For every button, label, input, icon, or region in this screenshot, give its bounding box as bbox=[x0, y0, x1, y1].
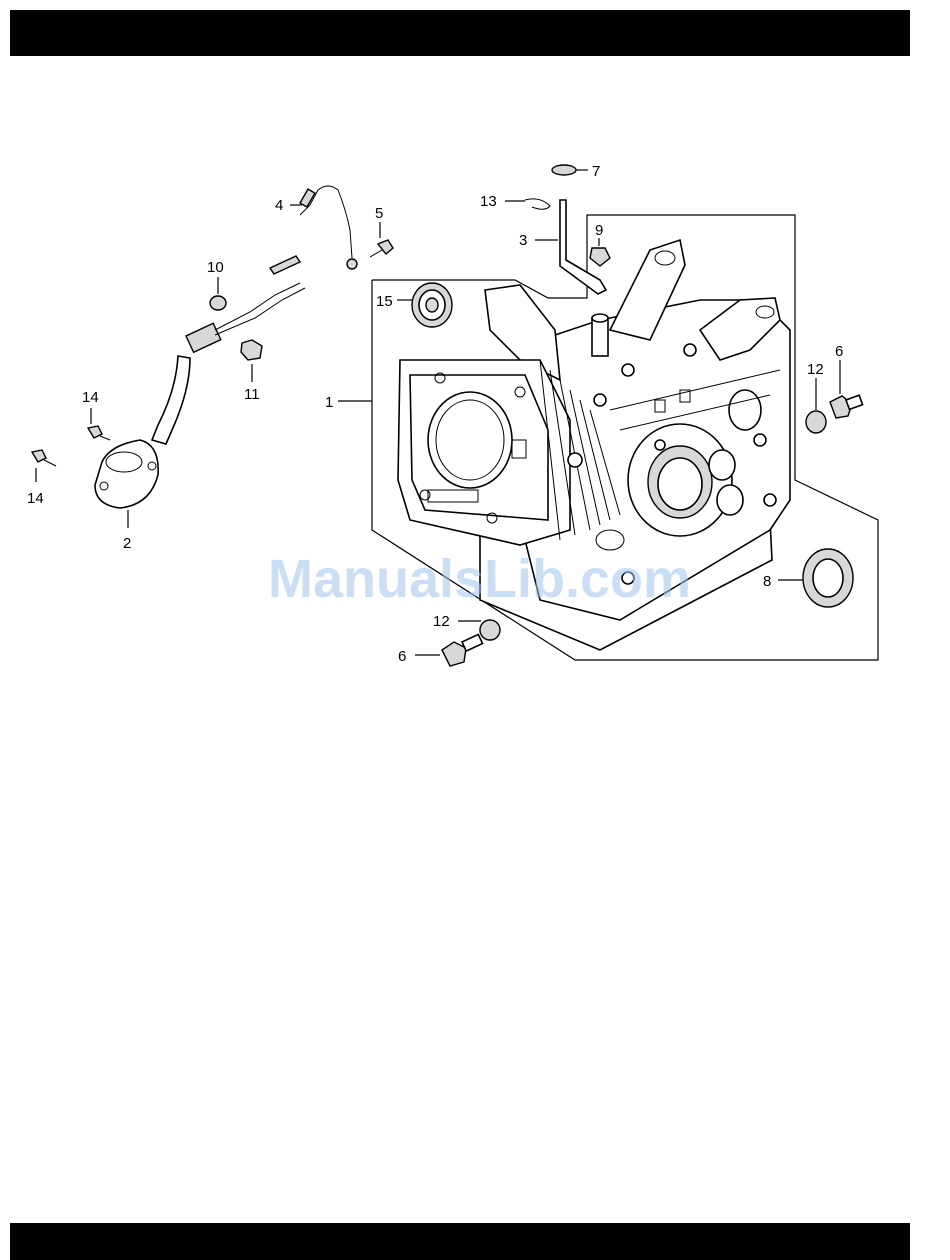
callout-8: 8 bbox=[763, 573, 771, 590]
washer-7 bbox=[552, 165, 576, 175]
callout-15: 15 bbox=[376, 293, 393, 310]
clip-13 bbox=[525, 199, 550, 209]
rod-3 bbox=[560, 200, 606, 294]
washer-12-bottom bbox=[480, 620, 500, 640]
watermark: ManualsLib.com bbox=[268, 549, 691, 609]
callout-12-right: 12 bbox=[807, 361, 824, 378]
footer-bar bbox=[10, 1223, 910, 1260]
nut-9 bbox=[590, 248, 610, 266]
callout-2: 2 bbox=[123, 535, 131, 552]
callout-11: 11 bbox=[244, 386, 260, 403]
washer-10 bbox=[210, 296, 226, 310]
oil-seal-8 bbox=[803, 549, 853, 607]
callout-7: 7 bbox=[592, 163, 600, 180]
callout-3: 3 bbox=[519, 232, 527, 249]
callout-12-bottom: 12 bbox=[433, 613, 450, 630]
screw-5 bbox=[370, 240, 393, 257]
callout-14-upper: 14 bbox=[82, 389, 99, 406]
callout-6-bottom: 6 bbox=[398, 648, 406, 665]
screw-14-lower bbox=[32, 450, 56, 466]
callout-10: 10 bbox=[207, 259, 224, 276]
callout-5: 5 bbox=[375, 205, 383, 222]
callout-9: 9 bbox=[595, 222, 603, 239]
callout-4: 4 bbox=[275, 197, 283, 214]
screw-14-upper bbox=[88, 426, 110, 440]
callout-13: 13 bbox=[480, 193, 497, 210]
callout-1: 1 bbox=[325, 394, 333, 411]
bearing-15 bbox=[412, 283, 452, 327]
washer-12-right bbox=[806, 411, 826, 433]
oil-switch-2 bbox=[95, 256, 305, 508]
callout-6-right: 6 bbox=[835, 343, 843, 360]
callout-14-lower: 14 bbox=[27, 490, 44, 507]
nut-11 bbox=[241, 340, 262, 360]
bolt-6-right bbox=[830, 395, 863, 418]
bolt-6-bottom bbox=[442, 634, 483, 666]
